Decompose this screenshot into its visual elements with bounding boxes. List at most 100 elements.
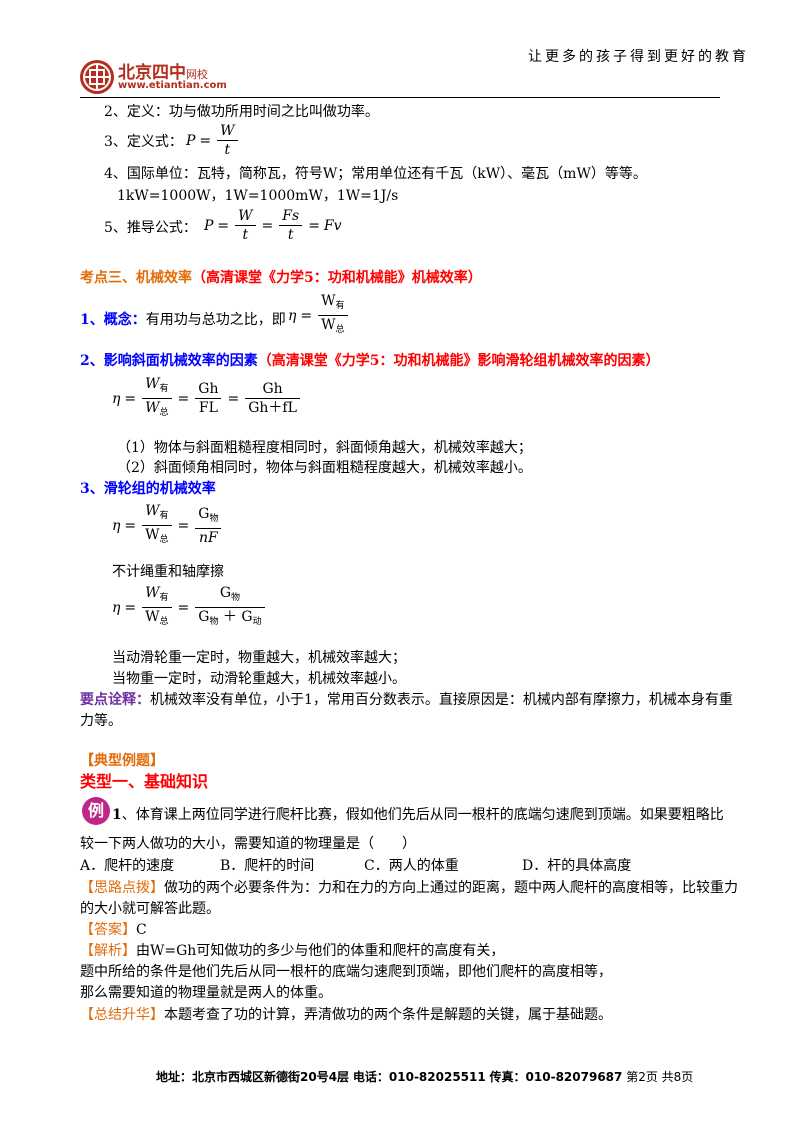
question-number: 1	[112, 807, 122, 823]
key-label: 要点诠释：	[80, 692, 150, 708]
logo-pattern-icon	[83, 63, 111, 91]
option-c: C．两人的体重	[364, 858, 459, 874]
frac-den: FL	[198, 400, 218, 416]
frac-num: G物	[195, 505, 222, 529]
frac-den: W总	[142, 526, 171, 549]
formula-eq: =	[124, 517, 137, 534]
formula-eq: =	[300, 307, 313, 324]
sub-wu: 物	[209, 513, 219, 524]
answer-label: 【答案】	[80, 922, 136, 938]
logo-sub-text: 网校	[186, 68, 208, 81]
incline-title: 2、影响斜面机械效率的因素	[80, 353, 258, 369]
examples-heading: 【典型例题】	[80, 753, 164, 769]
fraction-w-over-t: W t	[235, 207, 256, 244]
logo-name-text: 北京四中	[118, 63, 186, 83]
concept-text: 有用功与总功之比，即	[145, 312, 286, 328]
incline-heading: 2、影响斜面机械效率的因素（高清课堂《力学5：功和机械能》影响滑轮组机械效率的因…	[80, 351, 660, 371]
footer-page: 第2页 共8页	[626, 1070, 694, 1084]
frac-den: t	[242, 227, 249, 243]
sub-dong: 动	[252, 617, 262, 627]
frac-num: W有	[142, 502, 172, 526]
page-footer: 地址：北京市西城区新德街20号4层 电话：010-82025511 传真：010…	[156, 1068, 693, 1085]
formula-pulley-ideal: η = W有 W总 = G物 G物 ＋ G动	[112, 584, 267, 631]
g-symbol: G	[198, 505, 210, 522]
question-text-1: 、体育课上两位同学进行爬杆比赛，假如他们先后从同一根杆的底端匀速爬到顶端。如果要…	[121, 807, 724, 823]
sub-zong: 总	[159, 617, 169, 627]
formula-p: P	[186, 132, 196, 149]
footer-address: 地址：北京市西城区新德街20号4层	[156, 1070, 350, 1084]
incline-point-1: （1）物体与斜面粗糙程度相同时，斜面倾角越大，机械效率越大；	[117, 440, 532, 456]
formula-power-definition: P = W t	[186, 122, 240, 159]
sub-you: 有	[159, 593, 169, 603]
g-symbol: G	[241, 609, 253, 625]
answer-value: C	[136, 922, 147, 938]
analysis-label: 【解析】	[80, 943, 136, 959]
formula-eq: =	[217, 217, 230, 234]
power-item-4-line1: 4、国际单位：瓦特，简称瓦，符号W；常用单位还有千瓦（kW）、毫瓦（mW）等等。	[104, 166, 647, 182]
example-badge-icon: 例	[82, 797, 110, 825]
hint-line2: 的大小就可解答此题。	[80, 901, 220, 917]
power-item-5-label: 5、推导公式：	[104, 220, 197, 236]
section3-title: 考点三、机械效率	[80, 270, 192, 286]
analysis-text-1: 由W=Gh可知做功的多少与他们的体重和爬杆的高度有关，	[136, 943, 505, 959]
formula-pulley-efficiency: η = W有 W总 = G物 nF	[112, 502, 223, 549]
summary-text: 本题考查了功的计算，弄清做功的两个条件是解题的关键，属于基础题。	[164, 1007, 612, 1023]
header-slogan: 让更多的孩子得到更好的教育	[528, 49, 749, 65]
formula-eta: η	[112, 517, 121, 534]
formula-fv: Fv	[323, 217, 342, 234]
frac-num: W有	[318, 292, 348, 316]
fraction-wyou-over-wzong: W有 W总	[142, 584, 172, 631]
fraction-wyou-over-wzong: W有 W总	[142, 375, 172, 422]
formula-eq: =	[124, 599, 137, 616]
frac-den: Gh＋fL	[248, 400, 297, 416]
hint-label: 【思路点拨】	[80, 880, 164, 896]
sub-zong: 总	[159, 408, 169, 418]
frac-den: t	[287, 227, 294, 243]
fraction-gh-over-ghfl: Gh Gh＋fL	[245, 380, 300, 417]
logo-name: 北京四中网校	[118, 58, 208, 83]
fraction-wyou-over-wzong: W有 W总	[142, 502, 172, 549]
pulley-note: 不计绳重和轴摩擦	[112, 564, 224, 580]
section3-ref: （高清课堂《力学5：功和机械能》机械效率）	[192, 270, 482, 286]
formula-eq: =	[199, 132, 212, 149]
incline-ref: （高清课堂《力学5：功和机械能》影响滑轮组机械效率的因素）	[257, 353, 660, 369]
w-symbol: W	[145, 400, 160, 416]
pulley-point-2: 当物重一定时，动滑轮重越大，机械效率越小。	[112, 671, 406, 687]
frac-den: W总	[318, 316, 347, 339]
frac-num: W有	[142, 375, 172, 399]
frac-num: Gh	[245, 380, 300, 399]
option-d: D．杆的具体高度	[522, 858, 632, 874]
frac-den: W总	[142, 608, 171, 631]
sub-zong: 总	[335, 325, 345, 335]
frac-num: G物	[195, 584, 265, 608]
concept-label: 1、概念：	[80, 312, 146, 328]
formula-eta: η	[112, 599, 121, 616]
w-symbol: W	[321, 317, 336, 333]
key-text-1: 机械效率没有单位，小于1，常用百分数表示。直接原因是：机械内部有摩擦力，机械本身…	[150, 692, 733, 708]
g-symbol: G	[219, 585, 231, 601]
sub-you: 有	[159, 384, 169, 394]
frac-num: W	[235, 207, 256, 226]
formula-eq: =	[177, 390, 190, 407]
fraction-gh-over-fl: Gh FL	[195, 380, 222, 417]
w-symbol: W	[321, 293, 336, 309]
frac-den: nF	[199, 529, 218, 546]
frac-num: W有	[142, 584, 172, 608]
formula-eq: =	[261, 217, 274, 234]
type1-heading: 类型一、基础知识	[80, 772, 209, 791]
frac-den: t	[224, 142, 231, 158]
w-symbol: W	[145, 609, 160, 625]
footer-fax: 传真：010-82079687	[489, 1070, 623, 1084]
fraction-fs-over-t: Fs t	[279, 207, 303, 244]
formula-p: P	[204, 217, 214, 234]
frac-num: Fs	[279, 207, 303, 226]
section3-heading: 考点三、机械效率（高清课堂《力学5：功和机械能》机械效率）	[80, 268, 482, 288]
formula-incline-efficiency: η = W有 W总 = Gh FL = Gh Gh＋fL	[112, 375, 302, 422]
fraction-w-over-t: W t	[217, 122, 238, 159]
option-a: A．爬杆的速度	[80, 858, 175, 874]
concept-line: 1、概念：有用功与总功之比，即	[80, 310, 286, 330]
w-symbol: W	[145, 503, 160, 519]
frac-num: W	[217, 122, 238, 141]
formula-eq: =	[227, 390, 240, 407]
incline-point-2: （2）斜面倾角相同时，物体与斜面粗糙程度越大，机械效率越小。	[117, 460, 532, 476]
